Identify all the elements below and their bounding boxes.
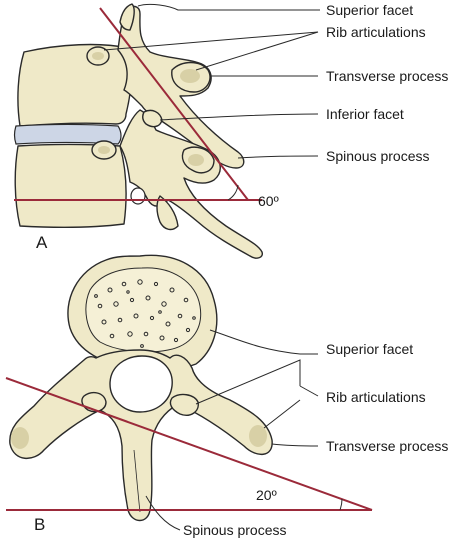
label-inferior-facet-a: Inferior facet — [326, 106, 404, 122]
lower-vertebral-body — [14, 143, 127, 228]
label-superior-facet-b: Superior facet — [326, 341, 413, 357]
rib-articulation-right-b — [249, 425, 267, 447]
label-transverse-process-a: Transverse process — [326, 68, 448, 84]
superior-facet-b — [169, 393, 199, 416]
leader-rib-2-b — [263, 399, 301, 429]
vertebral-endplate-b — [85, 267, 202, 353]
label-transverse-process-b: Transverse process — [326, 438, 448, 454]
upper-vertebral-body — [17, 43, 133, 127]
panel-a: Superior facet Rib articulations Transve… — [13, 2, 448, 259]
label-rib-articulations-a: Rib articulations — [326, 24, 426, 40]
lower-posterior-elements — [119, 109, 263, 259]
vertebral-foramen-b — [109, 355, 173, 413]
lower-inferior-process-a — [156, 195, 179, 231]
panel-b: Superior facet Rib articulations Transve… — [5, 254, 448, 538]
panel-letter-a: A — [36, 233, 48, 252]
leader-rib-1-a — [103, 31, 319, 51]
label-spinous-process-b: Spinous process — [183, 522, 287, 538]
rib-articulation-left-b — [11, 427, 29, 449]
panel-letter-b: B — [34, 515, 45, 534]
facet-plane-line-b — [5, 377, 373, 511]
rib-facet-transverse-a — [180, 69, 200, 83]
leader-spinous-a — [237, 155, 319, 159]
facet-plane-line-a — [99, 7, 249, 201]
intervertebral-disc — [13, 123, 122, 145]
label-superior-facet-a: Superior facet — [326, 2, 413, 18]
leader-rib-2-a — [195, 31, 319, 71]
angle-arc-b — [339, 498, 343, 511]
superior-facet-a — [119, 3, 135, 31]
leader-superior-facet-b — [209, 329, 318, 355]
leader-inferior-facet-a — [159, 113, 319, 121]
angle-label-a: 60º — [258, 193, 279, 209]
neural-arch-b — [9, 349, 273, 522]
inferior-facet-a — [141, 109, 163, 128]
leader-spinous-b — [145, 495, 181, 531]
label-rib-articulations-b: Rib articulations — [326, 389, 426, 405]
angle-arc-a — [227, 184, 239, 201]
label-spinous-process-a: Spinous process — [326, 148, 430, 164]
trabecular-texture — [94, 279, 196, 348]
angle-label-b: 20º — [256, 487, 277, 503]
leader-rib-mid-b — [299, 385, 319, 397]
leader-superior-facet-a — [137, 3, 320, 11]
leader-rib-1-b — [195, 359, 301, 405]
leader-transverse-b — [271, 443, 319, 447]
